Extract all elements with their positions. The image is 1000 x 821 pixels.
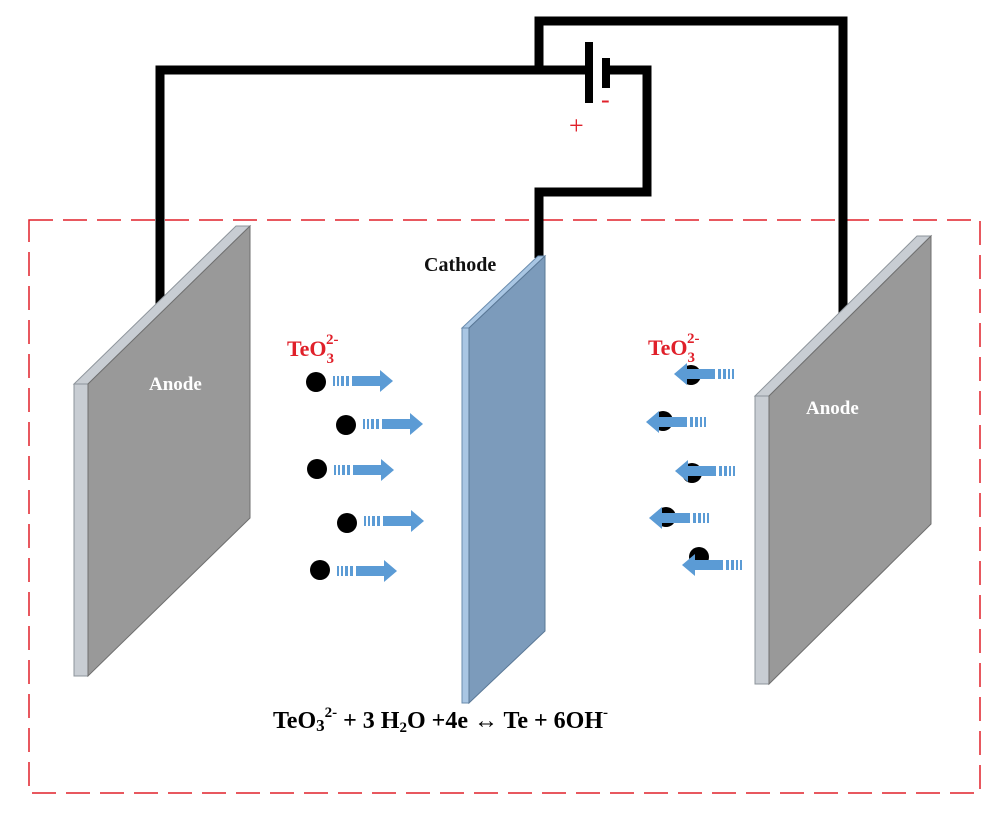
left-anode-face: [87, 224, 251, 678]
equation-oh-superscript: -: [603, 705, 608, 721]
left-ion-dot: [337, 513, 357, 533]
right-ion-superscript: 2-: [687, 331, 700, 347]
right-ion-base: TeO: [648, 335, 688, 360]
right-ion-arrow: [682, 554, 742, 576]
left-ion-base: TeO: [287, 336, 327, 361]
left-ion-group: [306, 370, 424, 582]
right-ion-arrow: [675, 460, 735, 482]
cathode-edge: [461, 327, 470, 704]
equation-water-subscript: 2: [399, 720, 407, 736]
left-ion-label: TeO3 2-: [287, 332, 339, 367]
left-ion-arrow: [333, 370, 393, 392]
right-anode-face: [768, 234, 932, 686]
equation-water-h: + 3 H: [337, 708, 400, 734]
left-ion-superscript: 2-: [326, 332, 339, 348]
right-ion-group: [646, 363, 742, 576]
right-anode-plate: Anode: [753, 234, 933, 686]
right-anode-label: Anode: [806, 398, 859, 419]
right-ion-arrow: [646, 411, 706, 433]
right-ion-subscript: 3: [688, 350, 696, 366]
left-ion-dot: [310, 560, 330, 580]
right-ion-arrow: [674, 363, 734, 385]
left-ion-dot: [306, 372, 326, 392]
reaction-equation: TeO32- + 3 H2O +4e ↔ Te + 6OH-: [273, 705, 608, 736]
equation-teo-subscript: 3: [316, 716, 325, 735]
left-ion-arrow: [364, 510, 424, 532]
battery-positive-sign: +: [569, 111, 584, 140]
circuit-wires: [155, 16, 848, 320]
wire-cathode: [534, 65, 652, 258]
right-ion-arrow: [649, 507, 709, 529]
left-anode-label: Anode: [149, 374, 202, 395]
electrolyte-tank: [28, 219, 981, 794]
wire-left-anode: [155, 65, 589, 305]
left-ion-dot: [336, 415, 356, 435]
equation-products: O +4e ↔ Te + 6OH: [407, 708, 603, 734]
left-ion-arrow: [334, 459, 394, 481]
left-ion-dot: [307, 459, 327, 479]
equation-teo: TeO: [273, 708, 316, 734]
left-ion-arrow: [363, 413, 423, 435]
left-ion-arrow: [337, 560, 397, 582]
right-ion-label: TeO3 2-: [648, 331, 700, 366]
right-anode-edge: [754, 395, 770, 685]
wire-right-anode: [534, 16, 848, 320]
cathode-face: [468, 254, 546, 705]
left-anode-plate: Anode: [72, 224, 252, 678]
left-anode-edge: [73, 383, 89, 677]
battery: + -: [569, 42, 610, 140]
cathode-plate: Cathode: [424, 254, 547, 705]
cathode-label: Cathode: [424, 254, 496, 276]
left-ion-subscript: 3: [327, 351, 335, 367]
equation-teo-superscript: 2-: [325, 705, 338, 721]
battery-negative-sign: -: [601, 85, 610, 114]
